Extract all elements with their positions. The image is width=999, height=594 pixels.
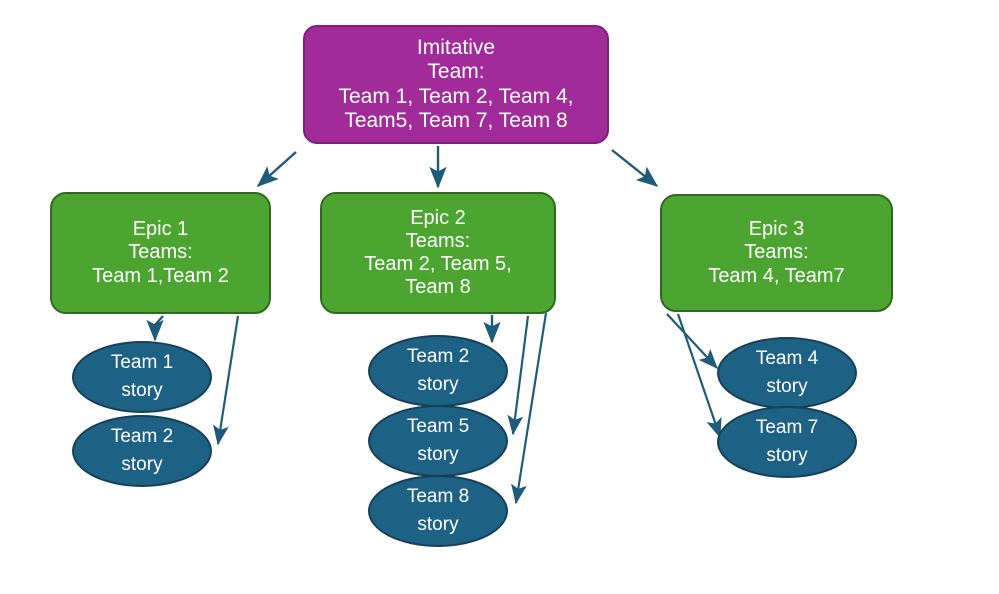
story-team-1-line-2: story bbox=[121, 380, 163, 401]
epic-1-line-2: Teams: bbox=[128, 241, 193, 264]
epic-2-line-1: Epic 2 bbox=[410, 206, 466, 229]
initiative-node[interactable]: Imitative Team: Team 1, Team 2, Team 4, … bbox=[303, 25, 609, 144]
initiative-line-2: Team: bbox=[427, 60, 485, 84]
story-team-4-line-2: story bbox=[766, 376, 808, 397]
initiative-line-4: Team5, Team 7, Team 8 bbox=[344, 108, 568, 132]
connector-epic-3-to-story-team-4 bbox=[666, 313, 718, 369]
epic-2-line-3: Team 2, Team 5, bbox=[364, 253, 512, 275]
initiative-line-1: Imitative bbox=[416, 35, 496, 59]
story-team-2-b-line-1: Team 2 bbox=[406, 346, 470, 368]
initiative-line-3: Team 1, Team 2, Team 4, bbox=[338, 84, 574, 108]
connector-initiative-to-epic-3 bbox=[611, 149, 659, 187]
story-team-2-a-line-1: Team 2 bbox=[110, 426, 174, 448]
epic-1-line-3: Team 1,Team 2 bbox=[92, 264, 229, 287]
epic-1-line-1: Epic 1 bbox=[132, 218, 189, 241]
story-team-2-a-line-2: story bbox=[121, 454, 163, 475]
connector-epic-1-to-story-team-2-a bbox=[213, 315, 240, 446]
story-team-5-line-1: Team 5 bbox=[406, 416, 470, 438]
epic-1-node[interactable]: Epic 1 Teams: Team 1,Team 2 bbox=[50, 192, 271, 314]
connector-epic-2-to-story-team-5 bbox=[507, 315, 530, 436]
story-team-8-node[interactable]: Team 8 story bbox=[368, 475, 508, 547]
story-team-2-a-node[interactable]: Team 2 story bbox=[72, 415, 212, 487]
epic-2-node[interactable]: Epic 2 Teams: Team 2, Team 5, Team 8 bbox=[320, 192, 556, 314]
epic-3-node[interactable]: Epic 3 Teams: Team 4, Team7 bbox=[660, 194, 893, 312]
epic-3-line-1: Epic 3 bbox=[748, 218, 805, 241]
story-team-5-node[interactable]: Team 5 story bbox=[368, 405, 508, 477]
story-team-4-line-1: Team 4 bbox=[755, 348, 819, 370]
connector-epic-3-to-story-team-7 bbox=[676, 313, 722, 439]
story-team-1-line-1: Team 1 bbox=[110, 352, 174, 374]
story-team-8-line-2: story bbox=[417, 514, 459, 535]
epic-2-line-4: Team 8 bbox=[405, 276, 471, 299]
epic-3-line-3: Team 4, Team7 bbox=[708, 264, 845, 287]
story-team-5-line-2: story bbox=[417, 444, 459, 465]
epic-3-line-2: Teams: bbox=[744, 241, 809, 264]
story-team-7-line-1: Team 7 bbox=[755, 417, 819, 439]
story-team-2-b-node[interactable]: Team 2 story bbox=[368, 335, 508, 407]
story-team-1-node[interactable]: Team 1 story bbox=[72, 341, 212, 413]
story-team-4-node[interactable]: Team 4 story bbox=[717, 337, 857, 409]
connector-epic-1-to-story-team-1 bbox=[146, 315, 164, 342]
epic-2-line-2: Teams: bbox=[405, 229, 471, 252]
connector-initiative-to-epic-1 bbox=[256, 151, 297, 187]
story-team-7-node[interactable]: Team 7 story bbox=[717, 406, 857, 478]
connector-epic-2-to-story-team-8 bbox=[511, 312, 548, 505]
story-team-2-b-line-2: story bbox=[417, 374, 459, 395]
story-team-7-line-2: story bbox=[766, 445, 808, 466]
story-team-8-line-1: Team 8 bbox=[406, 486, 470, 508]
